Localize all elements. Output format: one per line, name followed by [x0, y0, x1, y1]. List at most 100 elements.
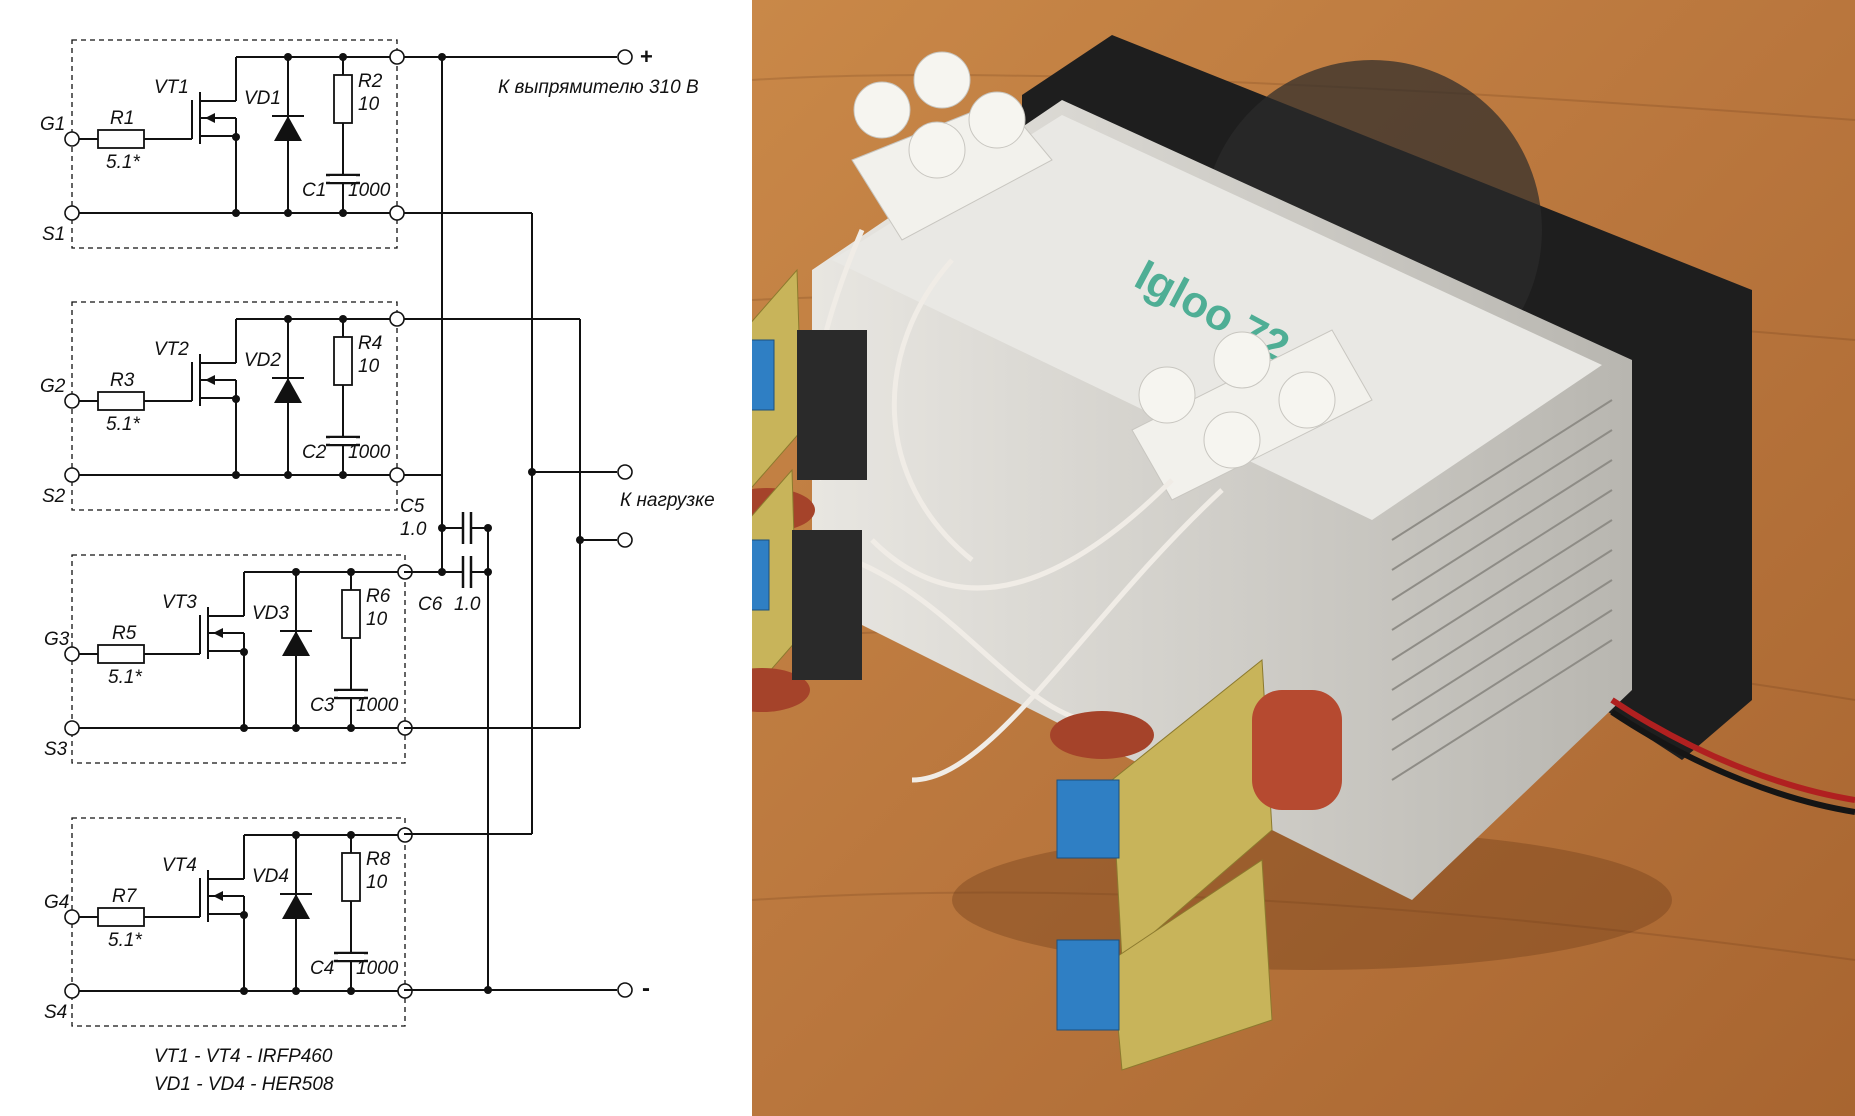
circuit-schematic: G1 S1 R1 5.1* VT1 VD1 R2 10 C1 1000: [40, 39, 715, 1095]
terminal-block-1: [752, 339, 775, 411]
source-terminal: [64, 720, 80, 736]
capacitor-name: C3: [310, 695, 335, 716]
source-label: S3: [44, 739, 68, 760]
rectifier-label: К выпрямителю 310 В: [498, 77, 699, 98]
resistor-name: R7: [112, 886, 138, 907]
cell-3: G3 S3 R5 5.1* VT3 VD3 R6 10 C3 1000: [44, 554, 413, 764]
diode-name: VD4: [252, 866, 289, 887]
resistor-value: 5.1*: [108, 930, 142, 951]
diode-name: VD2: [244, 350, 281, 371]
snub-resistor-name: R8: [366, 849, 391, 870]
load-terminal-a: [617, 464, 633, 480]
source-terminal: [64, 983, 80, 999]
terminal-block-3: [1056, 779, 1120, 859]
terminal-strip-right: [1131, 329, 1373, 501]
positive-terminal: [617, 49, 633, 65]
gate-terminal: [64, 131, 80, 147]
heatsink-fins: [1391, 399, 1613, 781]
cell-1: G1 S1 R1 5.1* VT1 VD1 R2 10 C1 1000: [40, 39, 405, 249]
capacitor-name: C2: [302, 442, 327, 463]
source-terminal: [64, 205, 80, 221]
snub-resistor-value: 10: [358, 356, 380, 377]
snub-resistor-name: R6: [366, 586, 391, 607]
source-label: S1: [42, 224, 65, 245]
gate-terminal: [64, 646, 80, 662]
gate-label: G1: [40, 114, 65, 135]
diode-name: VD1: [244, 88, 281, 109]
terminal-block-4: [1056, 939, 1120, 1031]
diode-symbol: [274, 378, 302, 403]
transistor-name: VT4: [162, 855, 197, 876]
cell-1-boundary: [71, 39, 398, 249]
resistor-name: R3: [110, 370, 135, 391]
negative-terminal: [617, 982, 633, 998]
power-lead: [1610, 697, 1855, 803]
load-terminal-b: [617, 532, 633, 548]
mosfet-arrow: [205, 375, 215, 385]
capacitor-value: 1000: [356, 695, 399, 716]
snub-resistor-value: 10: [358, 94, 380, 115]
gate-resistor: [97, 644, 145, 664]
cell-2-boundary: [71, 301, 398, 511]
c6-value: 1.0: [454, 594, 481, 615]
gate-label: G4: [44, 892, 69, 913]
gate-label: G3: [44, 629, 70, 650]
snub-resistor-name: R2: [358, 71, 383, 92]
resistor-name: R1: [110, 108, 134, 129]
wires: [808, 229, 1224, 783]
resistor-name: R5: [112, 623, 137, 644]
capacitor-name: C4: [310, 958, 334, 979]
gate-label: G2: [40, 376, 66, 397]
gate-terminal: [64, 909, 80, 925]
source-label: S4: [44, 1002, 67, 1023]
mosfet-1: [797, 330, 867, 480]
gate-resistor: [97, 129, 145, 149]
capacitor-4: [1252, 690, 1342, 810]
source-out-terminal: [389, 205, 405, 221]
terminal-strip-top: [851, 51, 1053, 241]
diode-name: VD3: [252, 603, 289, 624]
capacitor-value: 1000: [348, 180, 391, 201]
gate-resistor: [97, 907, 145, 927]
c5-name: C5: [400, 496, 425, 517]
drain-terminal: [389, 49, 405, 65]
c6-name: C6: [418, 594, 443, 615]
snub-resistor-name: R4: [358, 333, 382, 354]
transistor-name: VT1: [154, 77, 189, 98]
mosfet-2: [792, 530, 862, 680]
terminal-block-2: [752, 539, 770, 611]
driver-board-4: [1056, 859, 1273, 1071]
source-out-terminal: [389, 467, 405, 483]
capacitor-name: C1: [302, 180, 326, 201]
cell-4: G4 S4 R7 5.1* VT4 VD4 R8 10 C4 1000: [44, 817, 413, 1027]
device-photo: Igloo 72: [752, 0, 1855, 1116]
diode-symbol: [274, 116, 302, 141]
snub-resistor-value: 10: [366, 609, 388, 630]
capacitor-3: [1050, 711, 1154, 759]
bus-wiring: [404, 49, 633, 998]
cell-2: G2 S2 R3 5.1* VT2 VD2 R4 10 C2 1000: [40, 301, 405, 511]
c5-value: 1.0: [400, 519, 427, 540]
gate-resistor: [97, 391, 145, 411]
resistor-value: 5.1*: [108, 667, 142, 688]
note-transistors: VT1 - VT4 - IRFP460: [154, 1046, 333, 1067]
minus-sign: -: [642, 975, 650, 1002]
snubber-resistor: [333, 336, 353, 386]
transistor-name: VT3: [162, 592, 197, 613]
snubber-resistor: [333, 74, 353, 124]
mosfet-arrow: [205, 113, 215, 123]
plus-sign: +: [640, 44, 653, 69]
source-terminal: [64, 467, 80, 483]
snub-resistor-value: 10: [366, 872, 388, 893]
gate-terminal: [64, 393, 80, 409]
driver-board-2: [752, 468, 862, 712]
diode-symbol: [282, 631, 310, 656]
heatsink-top: [832, 115, 1602, 520]
mosfet-arrow: [213, 891, 223, 901]
resistor-value: 5.1*: [106, 414, 140, 435]
note-diodes: VD1 - VD4 - HER508: [154, 1074, 334, 1095]
capacitor-value: 1000: [348, 442, 391, 463]
cell-3-boundary: [71, 554, 406, 764]
drain-terminal: [389, 311, 405, 327]
